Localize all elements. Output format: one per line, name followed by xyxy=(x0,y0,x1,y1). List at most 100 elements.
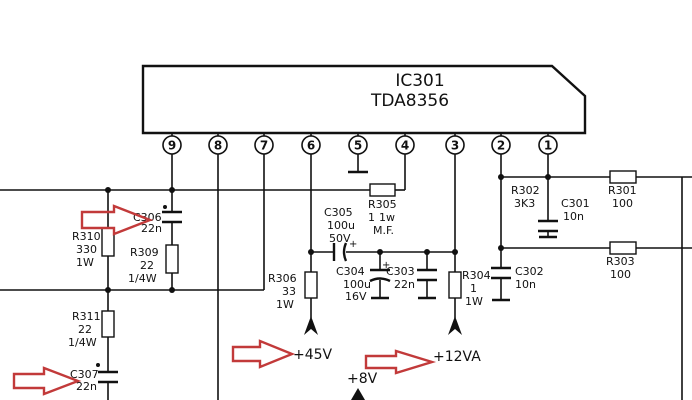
svg-text:R302: R302 xyxy=(511,184,540,197)
svg-text:3: 3 xyxy=(451,139,459,153)
ic-part-number: TDA8356 xyxy=(370,91,449,111)
label-r311: R311 22 1/4W xyxy=(68,310,101,349)
r303-body xyxy=(609,241,637,255)
ic-ref: IC301 xyxy=(395,71,444,91)
c303-plates xyxy=(417,268,437,282)
ic-body: IC301 TDA8356 xyxy=(141,64,587,135)
svg-text:1: 1 xyxy=(368,211,375,224)
junction-dots xyxy=(105,174,551,293)
svg-text:R310: R310 xyxy=(72,230,101,243)
label-r303: R303 100 xyxy=(606,255,635,281)
wiring xyxy=(0,154,692,400)
svg-text:1: 1 xyxy=(544,139,552,153)
svg-text:4: 4 xyxy=(401,139,409,153)
svg-text:R304: R304 xyxy=(462,269,491,282)
svg-text:22: 22 xyxy=(78,323,92,336)
svg-text:3K3: 3K3 xyxy=(514,197,535,210)
pin-8: 8 xyxy=(208,135,228,155)
label-r305: R305 1 1w M.F. xyxy=(368,198,397,237)
annotation-arrow-12va xyxy=(364,349,437,375)
r310-body xyxy=(101,227,115,257)
svg-text:R305: R305 xyxy=(368,198,397,211)
svg-text:22n: 22n xyxy=(76,380,97,393)
rail-label-8v: +8V xyxy=(347,371,378,387)
annotation-arrow-c307 xyxy=(12,366,82,396)
svg-text:1W: 1W xyxy=(465,295,483,308)
svg-text:C305: C305 xyxy=(324,206,353,219)
r309-body xyxy=(165,244,179,274)
svg-text:100: 100 xyxy=(610,268,631,281)
label-r302: R302 3K3 xyxy=(511,184,540,210)
svg-text:R309: R309 xyxy=(130,246,159,259)
svg-text:1w: 1w xyxy=(379,211,395,224)
svg-text:R311: R311 xyxy=(72,310,101,323)
rail-label-45v: +45V xyxy=(293,347,333,363)
svg-text:22n: 22n xyxy=(141,222,162,235)
pin-4: 4 xyxy=(395,135,415,155)
r306-body xyxy=(304,271,318,299)
label-c304: C304 100u 16V xyxy=(336,265,371,303)
svg-text:R303: R303 xyxy=(606,255,635,268)
pin-6: 6 xyxy=(301,135,321,155)
pin-stubs xyxy=(171,133,549,136)
label-c305: C305 100u 50V xyxy=(324,206,355,245)
svg-text:1/4W: 1/4W xyxy=(128,272,157,285)
svg-text:C303: C303 xyxy=(386,265,415,278)
svg-text:1: 1 xyxy=(470,282,477,295)
svg-text:100: 100 xyxy=(612,197,633,210)
svg-text:2: 2 xyxy=(497,139,505,153)
c301-plates xyxy=(538,219,558,233)
r305-body xyxy=(369,183,396,197)
pin-1: 1 xyxy=(538,135,558,155)
svg-text:R306: R306 xyxy=(268,272,297,285)
label-c307: C307 22n xyxy=(70,368,99,393)
pin-5: 5 xyxy=(348,135,368,155)
svg-text:6: 6 xyxy=(307,139,315,153)
svg-text:100u: 100u xyxy=(327,219,355,232)
svg-text:10n: 10n xyxy=(563,210,584,223)
label-r309: R309 22 1/4W xyxy=(128,246,159,285)
svg-text:16V: 16V xyxy=(345,290,367,303)
pin-2: 2 xyxy=(491,135,511,155)
c304-plates: + xyxy=(369,260,391,283)
svg-text:+: + xyxy=(382,260,390,271)
label-c301: C301 10n xyxy=(561,197,590,223)
annotation-arrow-c306 xyxy=(80,204,154,236)
r311-body xyxy=(101,310,115,338)
c307-plates xyxy=(96,363,118,384)
label-r304: R304 1 1W xyxy=(462,269,491,308)
svg-text:330: 330 xyxy=(76,243,97,256)
svg-text:33: 33 xyxy=(282,285,296,298)
r304-body xyxy=(448,271,462,299)
pin-3: 3 xyxy=(445,135,465,155)
r301-body xyxy=(609,170,637,184)
svg-text:9: 9 xyxy=(168,139,176,153)
svg-text:C301: C301 xyxy=(561,197,590,210)
svg-text:R301: R301 xyxy=(608,184,637,197)
svg-text:22n: 22n xyxy=(394,278,415,291)
svg-text:+: + xyxy=(349,239,357,250)
supply-arrows xyxy=(304,316,462,400)
svg-text:C306: C306 xyxy=(133,211,162,224)
pin-7: 7 xyxy=(254,135,274,155)
label-r301: R301 100 xyxy=(608,184,637,210)
label-c303: C303 22n xyxy=(386,265,415,291)
rail-label-12va: +12VA xyxy=(433,349,481,365)
label-r310: R310 330 1W xyxy=(72,230,101,269)
c302-plates xyxy=(491,266,511,280)
svg-text:100u: 100u xyxy=(343,278,371,291)
annotation-arrow-45v xyxy=(231,339,296,369)
label-c302: C302 10n xyxy=(515,265,544,291)
svg-text:1W: 1W xyxy=(76,256,94,269)
svg-text:7: 7 xyxy=(260,139,268,153)
svg-text:5: 5 xyxy=(354,139,362,153)
c306-plates xyxy=(162,205,182,224)
pin-9: 9 xyxy=(162,135,182,155)
svg-text:22: 22 xyxy=(140,259,154,272)
svg-text:50V: 50V xyxy=(329,232,351,245)
svg-text:1W: 1W xyxy=(276,298,294,311)
c305-plates: + xyxy=(332,239,357,262)
svg-text:C302: C302 xyxy=(515,265,544,278)
svg-text:1/4W: 1/4W xyxy=(68,336,97,349)
